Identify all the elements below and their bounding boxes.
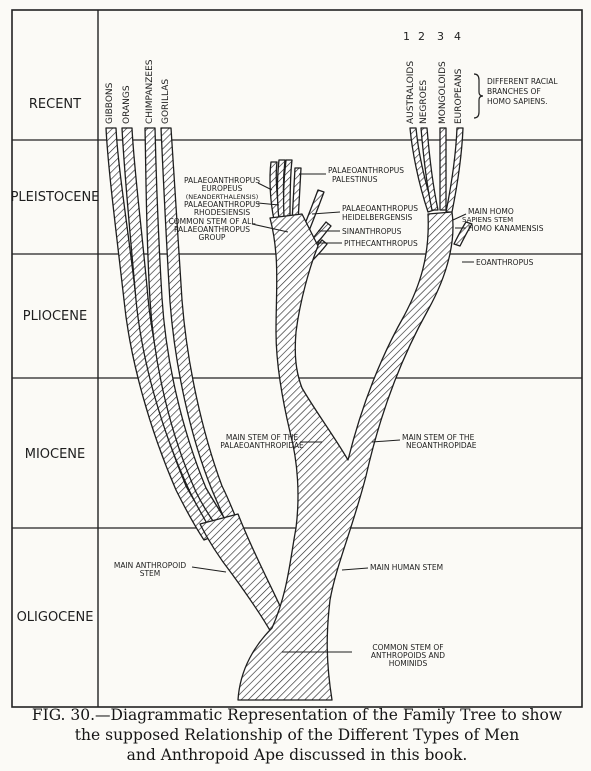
pithecanthropus-label: PITHECANTHROPUS	[344, 239, 418, 248]
main-human-stem	[237, 211, 454, 701]
race-note: BRANCHES OF	[487, 87, 541, 96]
period-label: OLIGOCENE	[17, 610, 94, 625]
race-label: EUROPEANS	[454, 68, 464, 124]
sapiens-twig	[420, 127, 439, 211]
heidelbergensis-label: PALAEOANTHROPUS	[342, 204, 418, 213]
race-number: 1	[403, 30, 410, 43]
eoanthropus-label: EOANTHROPUS	[476, 258, 534, 267]
heidelbergensis-label: HEIDELBERGENSIS	[342, 213, 413, 222]
race-note: DIFFERENT RACIAL	[487, 77, 558, 86]
common-palaeo-label: GROUP	[199, 233, 226, 242]
race-note: HOMO SAPIENS.	[487, 97, 548, 106]
anthropoid-stem-label: MAIN ANTHROPOID	[114, 561, 187, 570]
common-stem-label: HOMINIDS	[389, 659, 428, 668]
period-grid	[11, 9, 583, 708]
race-label: NEGROES	[419, 80, 429, 124]
europeus-label: EUROPEUS	[202, 184, 243, 193]
sapiens-twig	[439, 127, 447, 211]
caption-line: FIG. 30.—Diagrammatic Representation of …	[31, 706, 563, 724]
homo-stem-label: MAIN HOMO	[468, 207, 514, 216]
europeus-label: (NEANDERTHALENSIS)	[186, 193, 259, 201]
race-number: 4	[454, 30, 461, 43]
common-stem-label: ANTHROPOIDS AND	[371, 651, 445, 660]
ape-label: GIBBONS	[105, 82, 115, 124]
anthropoid-stem	[199, 513, 289, 635]
ape-label: ORANGS	[122, 85, 132, 124]
ape-label: GORILLAS	[161, 79, 171, 124]
race-label: AUSTRALOIDS	[406, 61, 416, 124]
kanamensis-label: HOMO KANAMENSIS	[468, 224, 544, 233]
main-neo-label: MAIN STEM OF THE	[402, 433, 475, 442]
period-label: PLEISTOCENE	[11, 190, 100, 205]
europeus-label: PALAEOANTHROPUS	[184, 176, 260, 185]
common-stem-label: COMMON STEM OF	[372, 643, 443, 652]
race-number: 3	[437, 30, 444, 43]
figure-caption: FIG. 30.—Diagrammatic Representation of …	[12, 705, 582, 765]
sinanthropus-label: SINANTHROPUS	[342, 227, 402, 236]
rhodesiensis-label: PALAEOANTHROPUS	[184, 200, 260, 209]
sapiens-twig	[453, 221, 473, 247]
ape-label: CHIMPANZEES	[145, 59, 155, 124]
main-palaeo-label: MAIN STEM OF THE	[226, 433, 299, 442]
palestinus-label: PALESTINUS	[332, 175, 378, 184]
race-number: 2	[418, 30, 425, 43]
human-stem-label: MAIN HUMAN STEM	[370, 563, 443, 572]
period-label: MIOCENE	[25, 447, 86, 462]
race-brace	[473, 73, 484, 119]
period-label: PLIOCENE	[23, 309, 87, 324]
rhodesiensis-label: RHODESIENSIS	[194, 208, 251, 217]
caption-line: the supposed Relationship of the Differe…	[74, 726, 520, 744]
sapiens-twig	[445, 127, 464, 213]
main-palaeo-label: PALAEOANTHROPIDAE	[220, 441, 304, 450]
palaeo-twig	[282, 159, 293, 219]
common-palaeo-label: COMMON STEM OF ALL	[168, 217, 256, 226]
palestinus-label: PALAEOANTHROPUS	[328, 166, 404, 175]
homo-stem-label: SAPIENS STEM	[462, 216, 513, 224]
anthropoid-stem-label: STEM	[140, 569, 161, 578]
caption-line: and Anthropoid Ape discussed in this boo…	[126, 746, 468, 764]
main-neo-label: NEOANTHROPIDAE	[406, 441, 477, 450]
leader-lines	[191, 173, 474, 653]
period-label: RECENT	[29, 97, 81, 112]
common-palaeo-label: PALAEOANTHROPUS	[174, 225, 250, 234]
race-label: MONGOLOIDS	[438, 61, 448, 124]
